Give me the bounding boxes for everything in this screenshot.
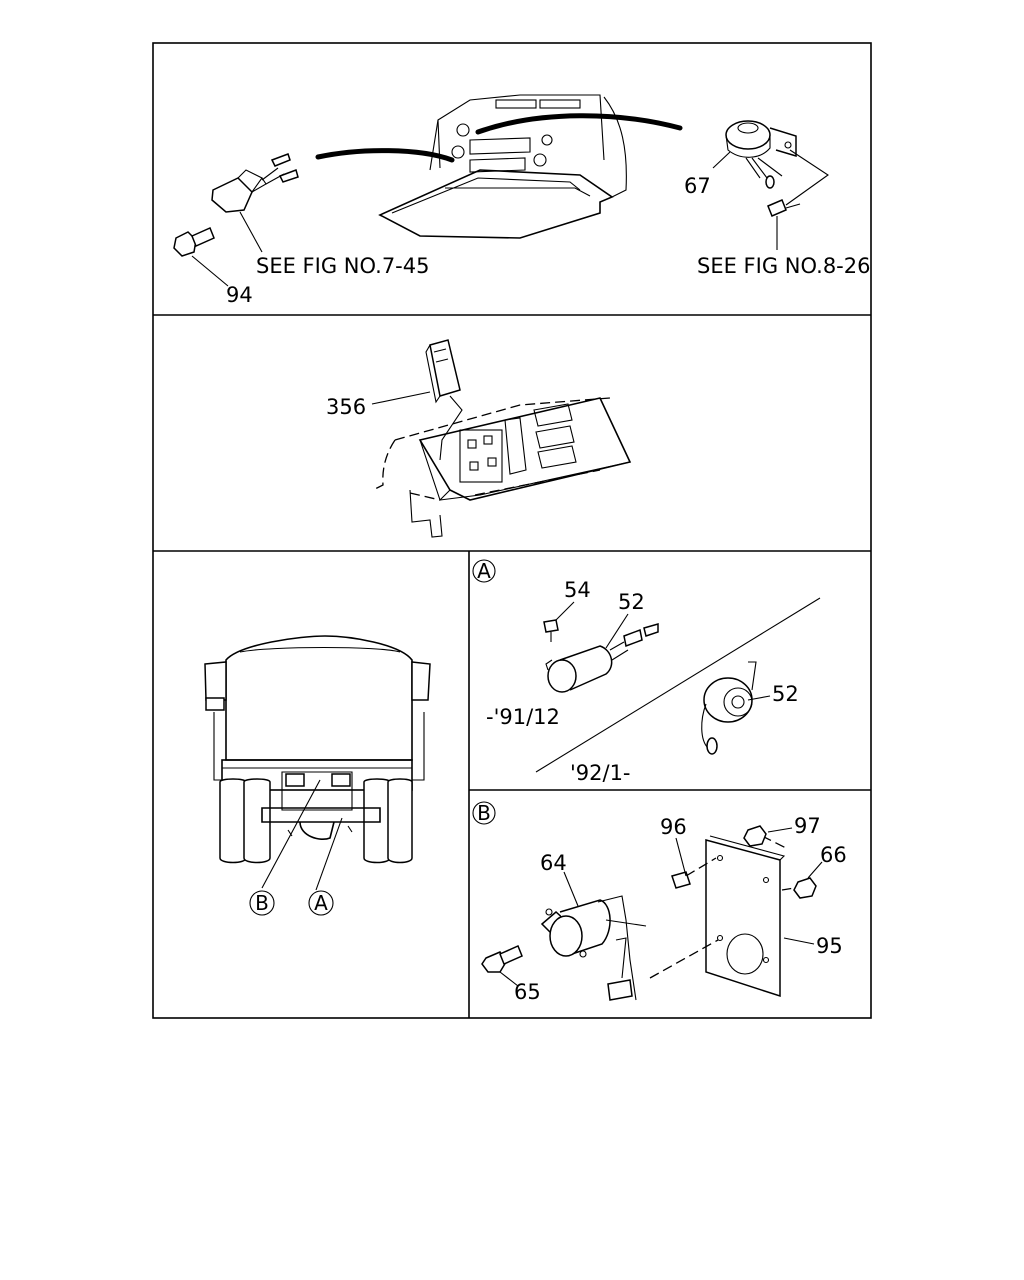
part-label-94: 94 [226, 283, 253, 307]
part-label-54: 54 [564, 578, 591, 602]
detail-b-tag: B [477, 801, 491, 825]
part-label-95: 95 [816, 934, 843, 958]
callout-b: B [255, 891, 269, 915]
bolt-65-icon [481, 944, 523, 987]
part-label-65: 65 [514, 980, 541, 1004]
detail-a-tag: A [477, 559, 491, 583]
harness-right [475, 113, 683, 135]
part-label-52-lower: 52 [772, 682, 799, 706]
detail-a-panel: A 54 52 -'91/12 52 '92/1- [472, 559, 821, 785]
middle-panel: 356 [326, 339, 632, 538]
connector-356-icon [425, 339, 463, 461]
nut-66-icon [793, 861, 823, 899]
part-label-67: 67 [684, 174, 711, 198]
part-label-96: 96 [660, 815, 687, 839]
harness-left [315, 148, 455, 163]
part-label-66: 66 [820, 843, 847, 867]
date-before-label: -'91/12 [486, 705, 560, 729]
instrument-console [378, 94, 627, 239]
buzzer-67-icon [712, 120, 829, 206]
bracket-95-icon [705, 835, 786, 998]
vehicle-rear-view: B A [204, 635, 431, 916]
diagram-frames [152, 42, 872, 1019]
screw-54-icon [543, 619, 559, 642]
horn-old-52-icon [545, 623, 659, 693]
part-label-64: 64 [540, 851, 567, 875]
part-label-97: 97 [794, 814, 821, 838]
horn-new-52-icon [701, 661, 757, 755]
bolt-96-icon [671, 837, 691, 889]
see-fig-7-45-note: SEE FIG NO.7-45 [256, 254, 430, 278]
part-label-52-upper: 52 [618, 590, 645, 614]
switch-connector-icon [211, 153, 299, 253]
screw-icon [767, 199, 801, 250]
bolt-94-icon [173, 226, 229, 287]
detail-b-panel: B 96 97 66 95 [472, 801, 847, 1004]
top-panel: 94 SEE FIG NO.7-45 67 SEE FIG NO.8-26 [173, 94, 871, 307]
sensor-64-icon [540, 895, 647, 1001]
dashboard-section [372, 397, 632, 538]
see-fig-8-26-note: SEE FIG NO.8-26 [697, 254, 871, 278]
callout-a: A [314, 891, 328, 915]
date-after-label: '92/1- [570, 761, 631, 785]
part-label-356: 356 [326, 395, 366, 419]
nut-97-icon [743, 825, 793, 847]
